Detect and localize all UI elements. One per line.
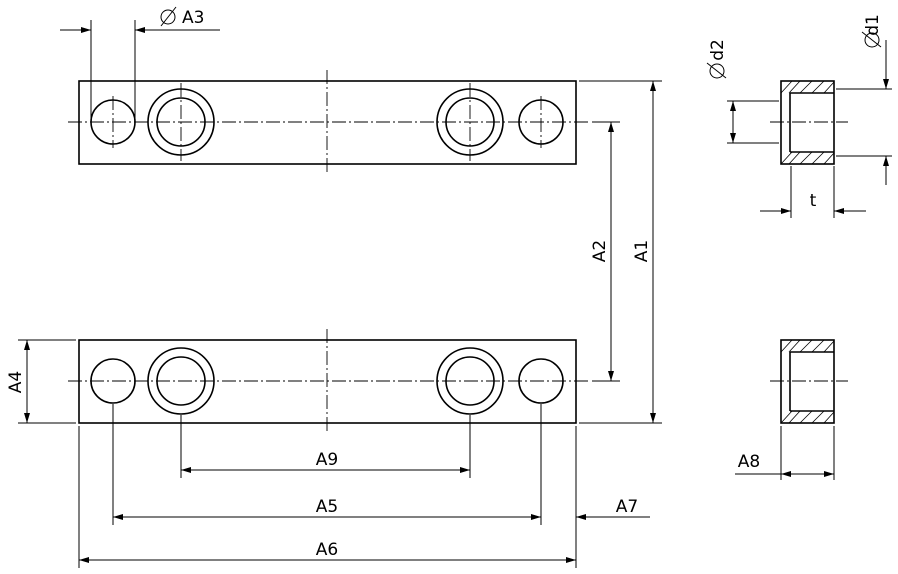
dimension-a4: A4 xyxy=(6,339,76,424)
dimension-d2: d2 xyxy=(706,39,779,144)
label-a8: A8 xyxy=(738,452,760,472)
label-a2: A2 xyxy=(590,240,610,262)
dimension-a5: A5 xyxy=(113,497,541,520)
diameter-symbol-icon xyxy=(160,6,177,27)
label-d2: d2 xyxy=(708,39,728,61)
dimension-t: t xyxy=(760,166,866,218)
diameter-symbol-icon xyxy=(706,62,727,79)
section-view-top xyxy=(770,80,848,165)
dimension-a3: A3 xyxy=(60,6,220,122)
dimension-a2: A2 xyxy=(590,121,620,382)
label-a3: A3 xyxy=(182,8,204,28)
dimension-a7: A7 xyxy=(576,497,650,520)
dimension-a8: A8 xyxy=(735,426,835,480)
label-a6: A6 xyxy=(316,540,338,560)
section-view-bottom xyxy=(770,339,848,424)
dimension-d1: d1 xyxy=(836,14,892,185)
label-a9: A9 xyxy=(316,450,338,470)
top-bar xyxy=(68,70,590,174)
dimension-a1: A1 xyxy=(579,80,662,424)
label-a1: A1 xyxy=(632,240,652,262)
label-a5: A5 xyxy=(316,497,338,517)
dimension-a6: A6 xyxy=(79,540,576,563)
label-a7: A7 xyxy=(616,497,638,517)
dimension-a9: A9 xyxy=(181,450,470,473)
label-a4: A4 xyxy=(6,371,26,393)
label-t: t xyxy=(810,191,817,211)
label-d1: d1 xyxy=(863,14,883,36)
extension-lines xyxy=(78,404,577,568)
bottom-bar xyxy=(68,329,590,433)
diameter-symbol-icon xyxy=(861,31,882,48)
